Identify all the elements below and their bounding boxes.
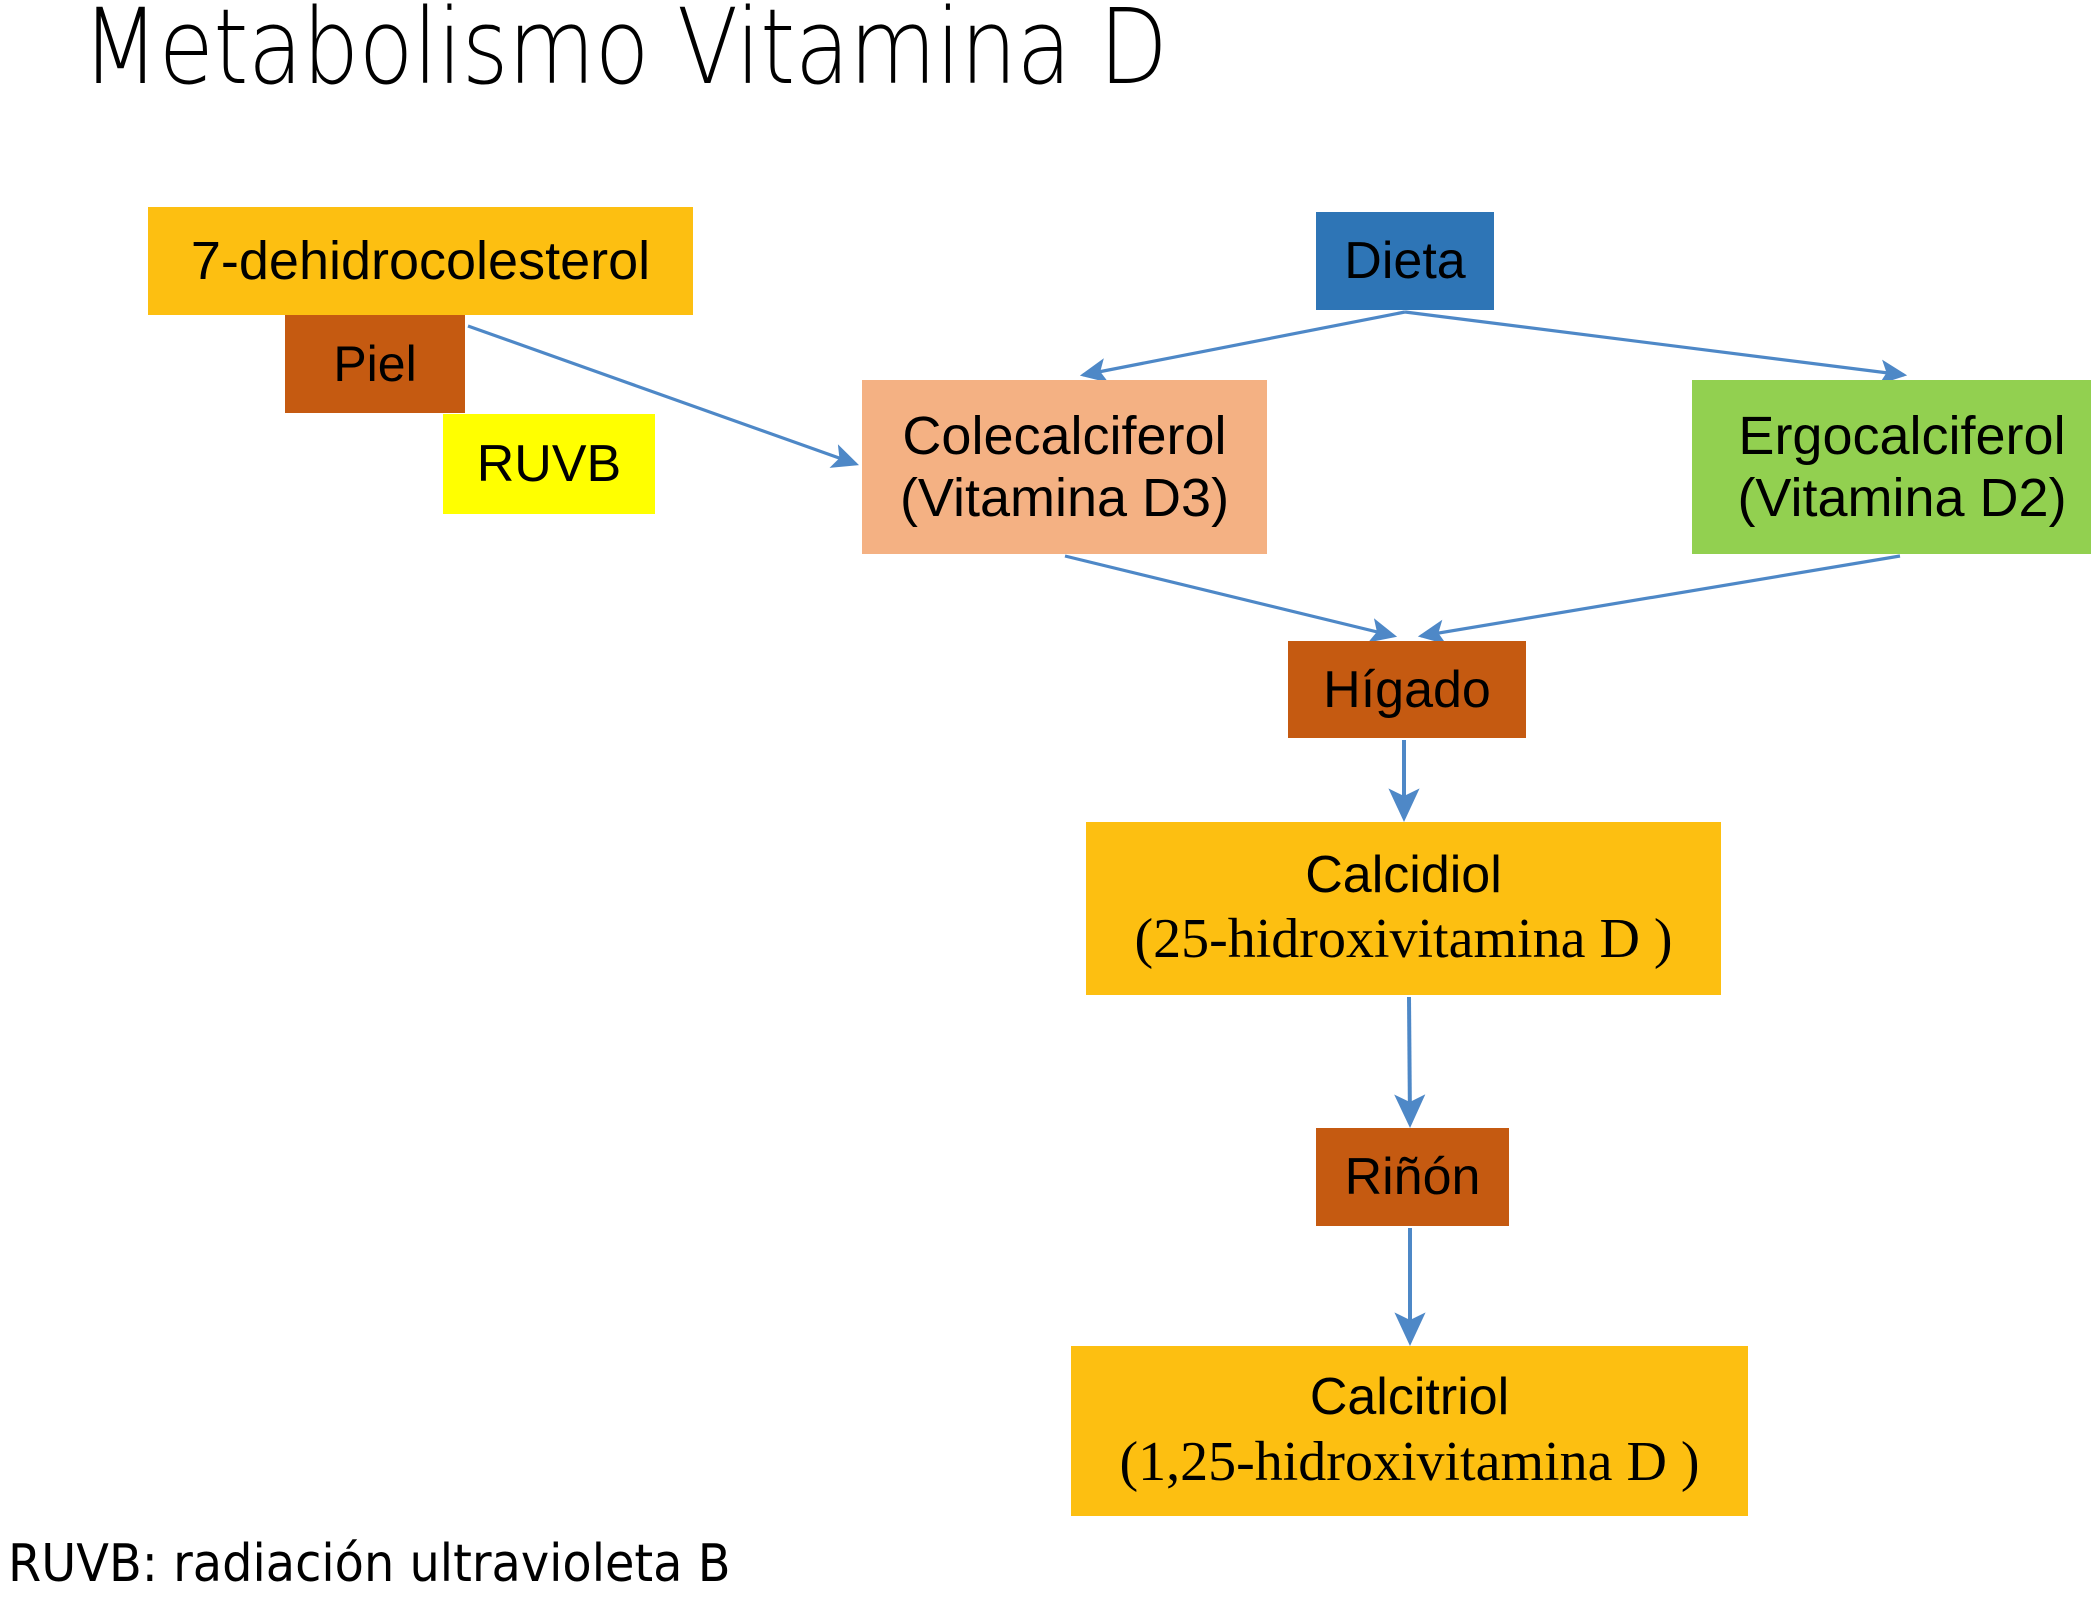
node-colecalciferol[interactable]: Colecalciferol (Vitamina D3) — [862, 380, 1267, 554]
node-ergocalciferol-line1: Ergocalciferol — [1738, 405, 2066, 466]
edge-diet-to-ergocalciferol — [1404, 310, 1908, 385]
node-colecalciferol-line2: (Vitamina D3) — [899, 468, 1230, 528]
edge-calcidiol-to-kidney — [1394, 996, 1426, 1128]
footnote-ruvb: RUVB: radiación ultravioleta B — [8, 1534, 731, 1594]
node-calcitriol-line2: (1,25-hidroxivitamina D ) — [1119, 1430, 1700, 1493]
node-rinon-label: Riñón — [1344, 1148, 1481, 1206]
node-calcidiol[interactable]: Calcidiol (25-hidroxivitamina D ) — [1086, 822, 1721, 995]
node-ergocalciferol-line2: (Vitamina D2) — [1737, 468, 2067, 528]
edge-diet-to-cholecalciferol — [1079, 310, 1406, 383]
node-piel[interactable]: Piel — [285, 315, 465, 413]
node-calcitriol-line1: Calcitriol — [1309, 1368, 1510, 1427]
page-title: Metabolismo Vitamina D — [82, 0, 1168, 108]
node-higado-label: Hígado — [1323, 660, 1491, 719]
node-7-dehidrocolesterol-label: 7-dehidrocolesterol — [190, 231, 651, 291]
node-calcidiol-line1: Calcidiol — [1305, 845, 1502, 904]
edge-ergocalciferol-to-liver — [1417, 554, 1901, 645]
node-rinon[interactable]: Riñón — [1316, 1128, 1509, 1226]
node-calcidiol-line2: (25-hidroxivitamina D ) — [1134, 908, 1673, 971]
node-piel-label: Piel — [333, 336, 417, 392]
node-ergocalciferol[interactable]: Ergocalciferol (Vitamina D2) — [1692, 380, 2091, 554]
node-colecalciferol-line1: Colecalciferol — [902, 405, 1227, 466]
node-dieta[interactable]: Dieta — [1316, 212, 1494, 310]
node-dieta-label: Dieta — [1344, 232, 1466, 290]
edge-cholecalciferol-to-liver — [1064, 554, 1398, 643]
node-ruvb-label: RUVB — [476, 435, 622, 493]
node-7-dehidrocolesterol[interactable]: 7-dehidrocolesterol — [148, 207, 693, 315]
node-higado[interactable]: Hígado — [1288, 641, 1526, 738]
node-ruvb[interactable]: RUVB — [443, 414, 655, 514]
node-calcitriol[interactable]: Calcitriol (1,25-hidroxivitamina D ) — [1071, 1346, 1748, 1516]
